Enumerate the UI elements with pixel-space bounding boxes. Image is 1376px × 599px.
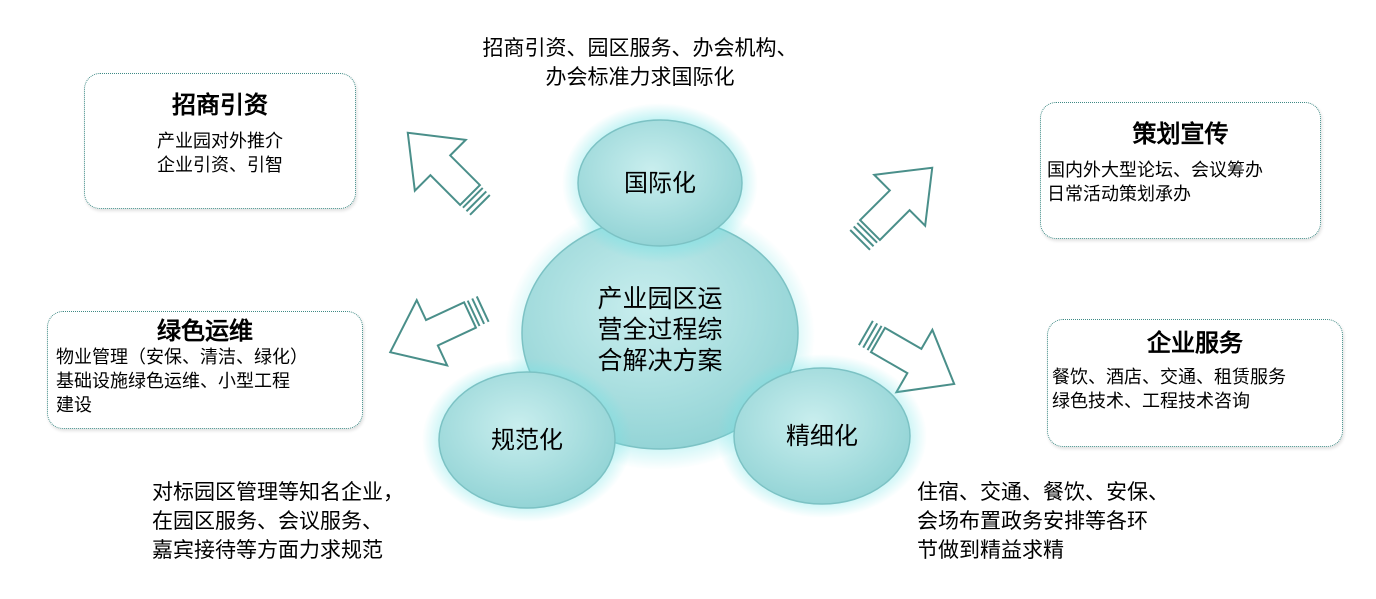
left-bottom-line: 在园区服务、会议服务、 xyxy=(152,509,383,533)
top-note-line: 招商引资、园区服务、办会机构、 xyxy=(482,36,798,60)
planning-box: 策划宣传 国内外大型论坛、会议筹办 日常活动策划承办 xyxy=(1040,102,1321,239)
enterprise-title: 企业服务 xyxy=(1147,329,1243,357)
planning-line: 国内外大型论坛、会议筹办 xyxy=(1047,160,1263,181)
center-label: 产业园区运 营全过程综 合解决方案 xyxy=(560,283,760,376)
enterprise-line: 绿色技术、工程技术咨询 xyxy=(1052,391,1250,412)
left-bottom-line: 对标园区管理等知名企业， xyxy=(152,480,404,504)
top-note: 招商引资、园区服务、办会机构、 办会标准力求国际化 xyxy=(440,34,840,92)
enterprise-box: 企业服务 餐饮、酒店、交通、租赁服务 绿色技术、工程技术咨询 xyxy=(1047,319,1343,447)
right-bottom-line: 住宿、交通、餐饮、安保、 xyxy=(917,480,1169,504)
left-bottom-note: 对标园区管理等知名企业， 在园区服务、会议服务、 嘉宾接待等方面力求规范 xyxy=(152,478,404,565)
arrow-to-investment xyxy=(406,131,491,216)
arrow-to-planning xyxy=(849,166,934,251)
left-bottom-line: 嘉宾接待等方面力求规范 xyxy=(152,538,383,562)
arrow-to-enterprise xyxy=(858,320,956,394)
planning-title: 策划宣传 xyxy=(1132,120,1229,148)
center-line: 营全过程综 xyxy=(597,315,723,344)
standardized-label: 规范化 xyxy=(491,426,563,454)
arrow-to-green xyxy=(388,295,490,367)
center-line: 产业园区运 xyxy=(597,284,723,313)
green-box: 绿色运维 物业管理（安保、清洁、绿化） 基础设施绿色运维、小型工程 建设 xyxy=(47,311,363,429)
green-line: 基础设施绿色运维、小型工程 xyxy=(56,371,290,392)
right-bottom-line: 会场布置政务安排等各环 xyxy=(917,509,1148,533)
international-circle xyxy=(577,119,743,247)
investment-text: 产业园对外推介 企业引资、引智 xyxy=(85,130,355,178)
investment-line: 产业园对外推介 xyxy=(157,131,283,152)
green-text: 物业管理（安保、清洁、绿化） 基础设施绿色运维、小型工程 建设 xyxy=(56,346,362,418)
standardized-circle xyxy=(438,371,616,509)
green-line: 建设 xyxy=(56,395,92,416)
investment-line: 企业引资、引智 xyxy=(157,155,283,176)
green-title: 绿色运维 xyxy=(157,317,253,345)
refined-circle xyxy=(733,367,911,505)
investment-title: 招商引资 xyxy=(172,91,268,119)
international-label: 国际化 xyxy=(624,169,696,197)
planning-line: 日常活动策划承办 xyxy=(1047,184,1191,205)
right-bottom-line: 节做到精益求精 xyxy=(917,538,1064,562)
refined-label: 精细化 xyxy=(786,422,858,450)
investment-box: 招商引资 产业园对外推介 企业引资、引智 xyxy=(84,73,356,209)
center-line: 合解决方案 xyxy=(597,346,723,375)
right-bottom-note: 住宿、交通、餐饮、安保、 会场布置政务安排等各环 节做到精益求精 xyxy=(917,478,1169,565)
enterprise-text: 餐饮、酒店、交通、租赁服务 绿色技术、工程技术咨询 xyxy=(1052,366,1342,414)
top-note-line: 办会标准力求国际化 xyxy=(545,65,735,89)
green-line: 物业管理（安保、清洁、绿化） xyxy=(56,347,308,368)
planning-text: 国内外大型论坛、会议筹办 日常活动策划承办 xyxy=(1047,159,1320,207)
enterprise-line: 餐饮、酒店、交通、租赁服务 xyxy=(1052,367,1286,388)
